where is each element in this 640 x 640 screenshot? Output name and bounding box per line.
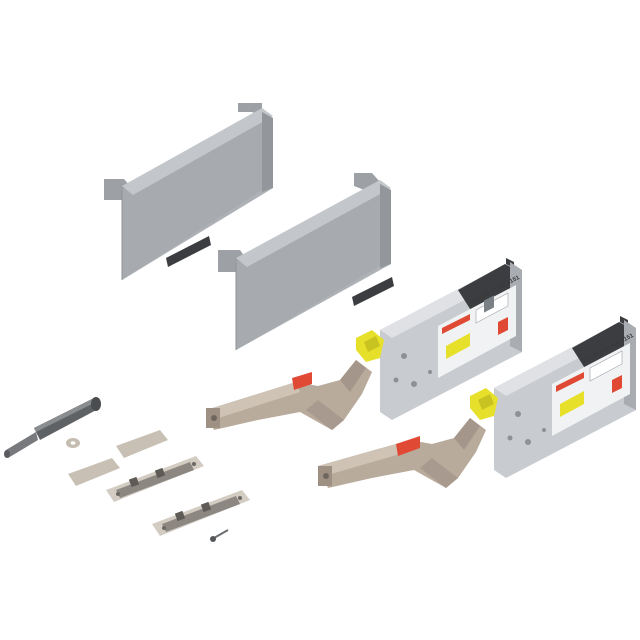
- adhesive-plate-2: [68, 458, 120, 486]
- cover-cap-left: [104, 103, 273, 280]
- lift-mechanism-2: 18 SEIN 56 ME 6151: [318, 316, 636, 488]
- cover-cap-right: [218, 173, 391, 350]
- screw: [210, 529, 229, 542]
- damper-strip-2: [352, 277, 394, 306]
- push-rod: [4, 397, 101, 458]
- mounting-plate-1: [106, 456, 204, 502]
- lift-mechanism-1: 18 SEIN 56 ME 6151: [206, 258, 522, 430]
- damper-strip-1: [166, 236, 211, 267]
- adhesive-plate-1: [116, 430, 168, 458]
- mounting-plate-2: [152, 490, 250, 536]
- washer: [66, 438, 80, 448]
